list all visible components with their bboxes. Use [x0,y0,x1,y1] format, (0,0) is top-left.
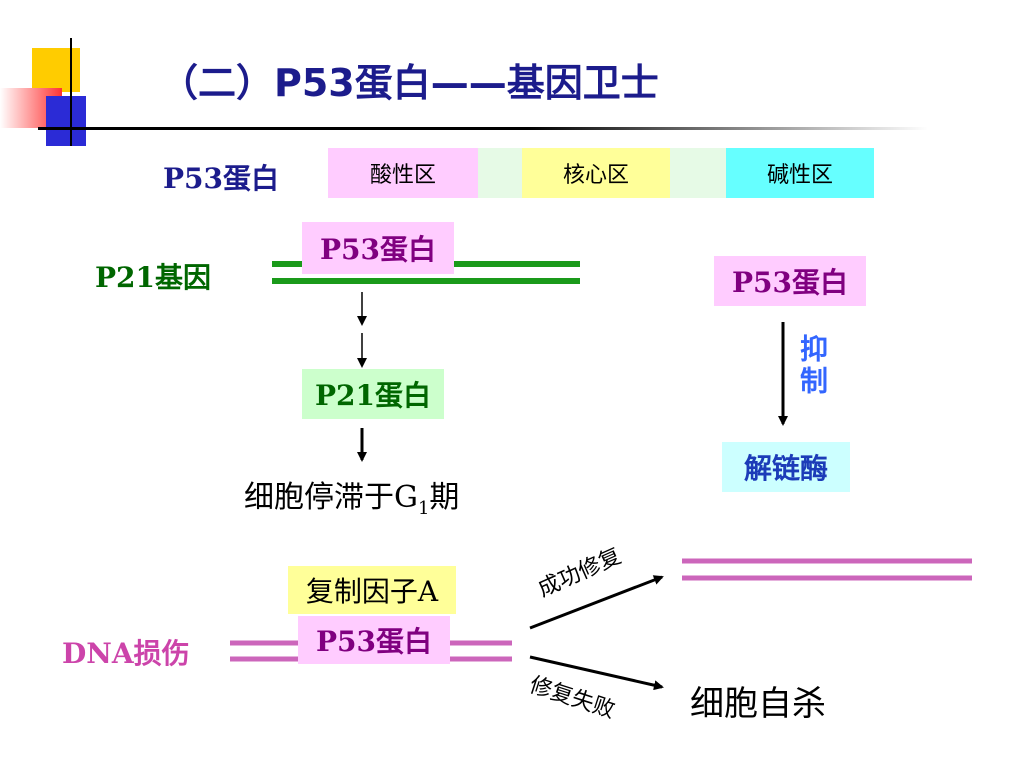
basic-domain: 碱性区 [726,148,874,198]
title-underline [38,127,928,130]
domain-bar-label: P53蛋白 [163,162,280,195]
inhibit-label: 抑制 [796,334,829,398]
vertical-rule [70,38,72,146]
replication-factor-box: 复制因子A [288,566,456,614]
cell-cycle-arrest-text: 细胞停滞于G1期 [244,472,459,519]
linker-1 [478,148,522,198]
corner-decoration [0,0,140,160]
helicase-box: 解链酶 [722,442,850,492]
core-domain: 核心区 [522,148,670,198]
p53-dna-box: P53蛋白 [298,616,450,664]
arrest-text-sub: 1 [417,498,430,519]
repair-failure-arrow [529,655,664,691]
linker-2 [670,148,726,198]
p53-helicase-box: P53蛋白 [714,256,866,306]
arrest-text-prefix: 细胞停滞于G [244,480,418,515]
page-title: （二）P53蛋白——基因卫士 [160,61,659,105]
success-repair-arrow [529,575,664,630]
p21-protein-box: P21蛋白 [302,369,444,419]
dna-damage-label: DNA损伤 [62,637,190,670]
apoptosis-text: 细胞自杀 [690,684,826,724]
arrest-text-suffix: 期 [429,480,460,515]
acidic-domain: 酸性区 [328,148,478,198]
blue-square-icon [46,96,86,146]
p53-binding-box: P53蛋白 [302,222,454,274]
p21-gene-label: P21基因 [95,261,212,294]
yellow-square-icon [32,48,80,92]
